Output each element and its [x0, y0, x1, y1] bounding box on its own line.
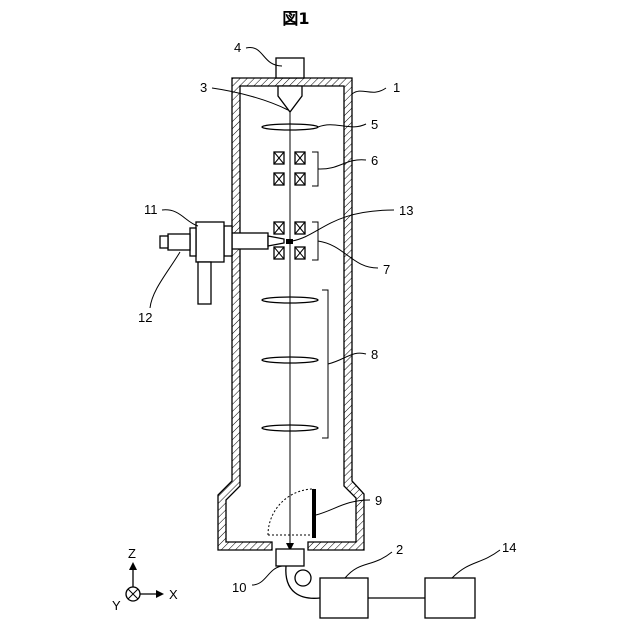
coil [274, 152, 284, 164]
coil [274, 247, 284, 259]
coil [295, 247, 305, 259]
coil [295, 152, 305, 164]
electron-gun-housing [276, 58, 304, 78]
leader-13 [292, 210, 394, 241]
label-5: 5 [371, 117, 378, 132]
leader-12 [150, 252, 180, 308]
holder-tip [268, 236, 284, 246]
holder-collar [190, 228, 196, 256]
coil [274, 222, 284, 234]
detector-swing-arc [268, 489, 314, 535]
computer-box [425, 578, 475, 618]
holder-flange [224, 226, 232, 256]
signal-cable [286, 566, 320, 598]
bracket-8 [322, 290, 328, 438]
electron-gun-emitter [278, 86, 302, 112]
leader-2 [345, 552, 392, 578]
label-11: 11 [144, 202, 158, 217]
leader-6 [318, 160, 366, 169]
leader-11 [162, 210, 198, 226]
coil [295, 173, 305, 185]
label-13: 13 [399, 203, 413, 218]
coil [295, 222, 305, 234]
z-axis-arrow-icon [129, 562, 137, 570]
label-1: 1 [393, 80, 400, 95]
label-9: 9 [375, 493, 382, 508]
leader-10 [252, 566, 282, 585]
label-2: 2 [396, 542, 403, 557]
x-axis-arrow-icon [156, 590, 164, 598]
leader-14 [452, 550, 500, 578]
x-axis-label: X [169, 587, 178, 602]
controller-box [320, 578, 368, 618]
y-axis-label: Y [112, 598, 121, 613]
z-axis-label: Z [128, 546, 136, 561]
label-6: 6 [371, 153, 378, 168]
vertical-actuator [198, 262, 211, 304]
label-7: 7 [383, 262, 390, 277]
label-12: 12 [138, 310, 152, 325]
drive-motor-cap [160, 236, 168, 248]
leader-3 [212, 88, 288, 110]
label-8: 8 [371, 347, 378, 362]
y-axis-cross [128, 589, 138, 599]
label-4: 4 [234, 40, 241, 55]
sample [286, 239, 293, 244]
holder-body [196, 222, 224, 262]
signal-connector [295, 570, 311, 586]
bracket-6 [312, 152, 318, 186]
leader-1 [352, 88, 386, 94]
figure-title: 図1 [282, 9, 309, 28]
label-14: 14 [502, 540, 516, 555]
coil [274, 173, 284, 185]
sample-holder [160, 222, 284, 304]
bracket-7 [312, 222, 318, 260]
holder-rod [232, 233, 268, 249]
drive-motor [168, 234, 190, 250]
coordinate-axes: Z X Y [112, 546, 178, 613]
leader-5 [318, 124, 366, 127]
bottom-detector [276, 549, 304, 566]
label-10: 10 [232, 580, 246, 595]
label-3: 3 [200, 80, 207, 95]
column-wall [218, 78, 364, 550]
